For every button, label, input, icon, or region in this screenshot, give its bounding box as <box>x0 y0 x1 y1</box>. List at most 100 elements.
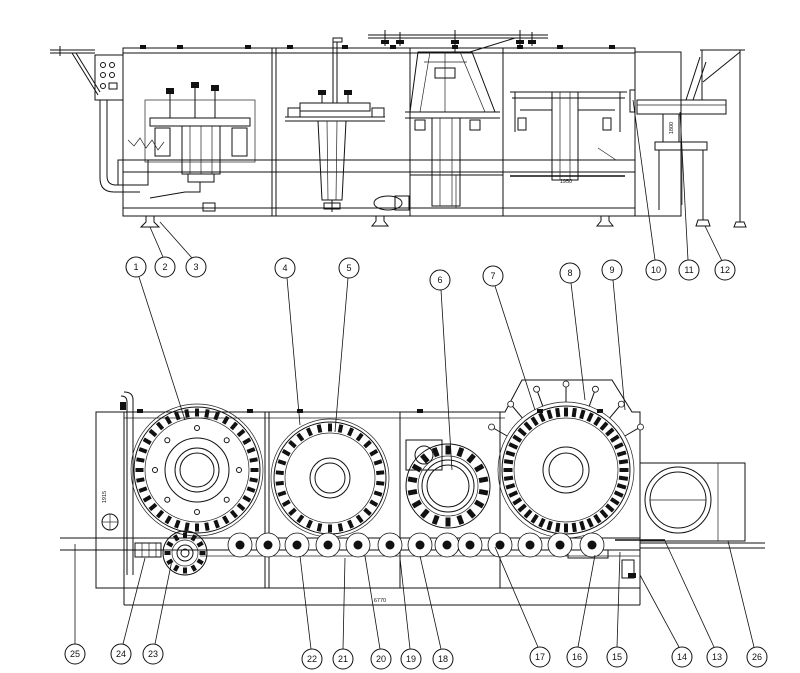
machine-foot <box>370 216 390 227</box>
station-3-hood-line <box>419 51 431 113</box>
callout-number: 7 <box>490 271 495 281</box>
turret-wheel-1-bolt <box>194 425 200 431</box>
turret-wheel-1-inner-rim <box>144 417 250 523</box>
turret-wheel-2-pocket <box>363 440 372 449</box>
turret-wheel-3-pocket <box>431 447 440 458</box>
callout-number: 1 <box>133 262 138 272</box>
overhead-fitting <box>396 40 404 44</box>
leader-line-24 <box>122 557 146 645</box>
turret-wheel-2-pocket <box>316 523 323 532</box>
infeed-star-wheel-pocket <box>199 551 206 555</box>
turret-wheel-3-rim <box>405 443 491 529</box>
machine-foot <box>595 216 615 227</box>
station-4-column <box>551 91 579 181</box>
turret-wheel-1-pocket <box>142 495 152 503</box>
turret-wheel-1-rim <box>133 406 261 534</box>
drain-pipe <box>149 182 201 199</box>
turret-wheel-3-pocket <box>466 508 476 519</box>
leader-line-5 <box>334 277 349 433</box>
turret-wheel-4-pocket <box>530 416 539 427</box>
turret-wheel-1-bolt <box>223 437 230 444</box>
callout-number: 5 <box>346 263 351 273</box>
callout-number: 17 <box>535 652 545 662</box>
turret-wheel-4-pocket <box>530 513 539 524</box>
transfer-star-wheel <box>407 532 433 558</box>
turret-wheel-4-pocket <box>546 520 553 531</box>
turret-wheel-1-pocket <box>195 523 199 532</box>
station-1-base <box>187 173 215 183</box>
turret-wheel-1-pocket <box>164 415 172 425</box>
callout-circle <box>274 257 296 279</box>
turret-wheel-1-pocket <box>204 522 210 531</box>
station-4-hood-fittings <box>488 380 644 437</box>
discharge-table <box>636 99 727 115</box>
turret-wheel-4-guard <box>497 401 635 539</box>
callout-17: 17 <box>529 646 551 668</box>
callout-circle <box>606 646 628 668</box>
turret-wheel-3-pocket <box>411 499 422 509</box>
turret-wheel-1-pocket <box>184 522 190 531</box>
callout-circle <box>645 259 667 281</box>
turret-wheel-4-pocket <box>546 409 553 420</box>
frame-bolt <box>557 45 563 49</box>
plan-left-section <box>95 411 125 589</box>
turret-wheel-2-pocket <box>296 432 305 442</box>
callout-number: 25 <box>70 649 80 659</box>
callout-circle <box>110 643 132 665</box>
infeed-star-wheel-pocket <box>173 564 180 572</box>
turret-wheel-3-pocket <box>445 445 451 455</box>
turret-wheel-2-pocket <box>328 423 332 432</box>
supply-pipe-diagonal <box>75 52 101 93</box>
drive-motor <box>373 195 403 211</box>
gearbox <box>405 439 443 471</box>
turret-wheel-4-pocket <box>599 509 609 519</box>
callout-circle <box>142 643 164 665</box>
station-3 <box>368 30 548 207</box>
turret-wheel-2-guard <box>270 418 390 538</box>
discharge-guide <box>692 61 707 101</box>
turret-wheel-1-pocket <box>148 502 158 512</box>
callout-circle <box>332 648 354 670</box>
leader-line-22 <box>299 555 312 650</box>
turret-wheels <box>130 401 635 539</box>
callout-24: 24 <box>110 643 132 665</box>
hood-nozzle <box>637 423 644 431</box>
flex-hose <box>127 137 165 151</box>
vertical-pipe <box>99 100 140 193</box>
turret-wheel-1-pocket <box>213 411 220 421</box>
station-3-side-unit <box>414 119 426 131</box>
callout-number: 6 <box>437 275 442 285</box>
turret-wheel-1-pocket <box>148 428 158 438</box>
turret-wheel-4-pocket <box>586 517 594 528</box>
overhead-fitting <box>528 40 536 44</box>
callout-circle <box>185 256 207 278</box>
turret-wheel-1-bolt <box>194 509 200 515</box>
dimension-label: 1800 <box>669 122 675 134</box>
callout-circle <box>154 256 176 278</box>
callout-number: 11 <box>684 265 693 275</box>
turret-wheel-2-pocket <box>347 519 354 529</box>
turret-wheel-2-pocket <box>369 449 379 457</box>
turret-wheel-2-pocket <box>277 490 287 497</box>
infeed-star-wheel-pocket <box>190 564 197 572</box>
callout-number: 23 <box>148 649 158 659</box>
callout-number: 4 <box>282 263 287 273</box>
callout-8: 8 <box>559 262 581 284</box>
callout-circle <box>370 648 392 670</box>
turret-wheel-4-pocket <box>613 442 624 450</box>
transfer-star-wheel <box>227 532 253 558</box>
callout-4: 4 <box>274 257 296 279</box>
panel-button <box>109 62 115 68</box>
turret-wheel-1-pocket <box>155 509 165 519</box>
hood-nozzle <box>592 385 599 393</box>
callout-22: 22 <box>301 648 323 670</box>
infeed-star-wheel-inner-rim <box>171 539 199 567</box>
turret-wheel-1 <box>130 403 264 537</box>
turret-wheel-4-pocket <box>599 421 609 431</box>
turret-wheel-4 <box>497 401 635 539</box>
dimension-label: 1950 <box>560 179 572 185</box>
dimension-label: 1915 <box>102 491 108 503</box>
transfer-star-wheel-hub <box>385 540 395 550</box>
turret-wheel-1-pocket <box>222 415 230 425</box>
frame-bolt <box>245 45 251 49</box>
